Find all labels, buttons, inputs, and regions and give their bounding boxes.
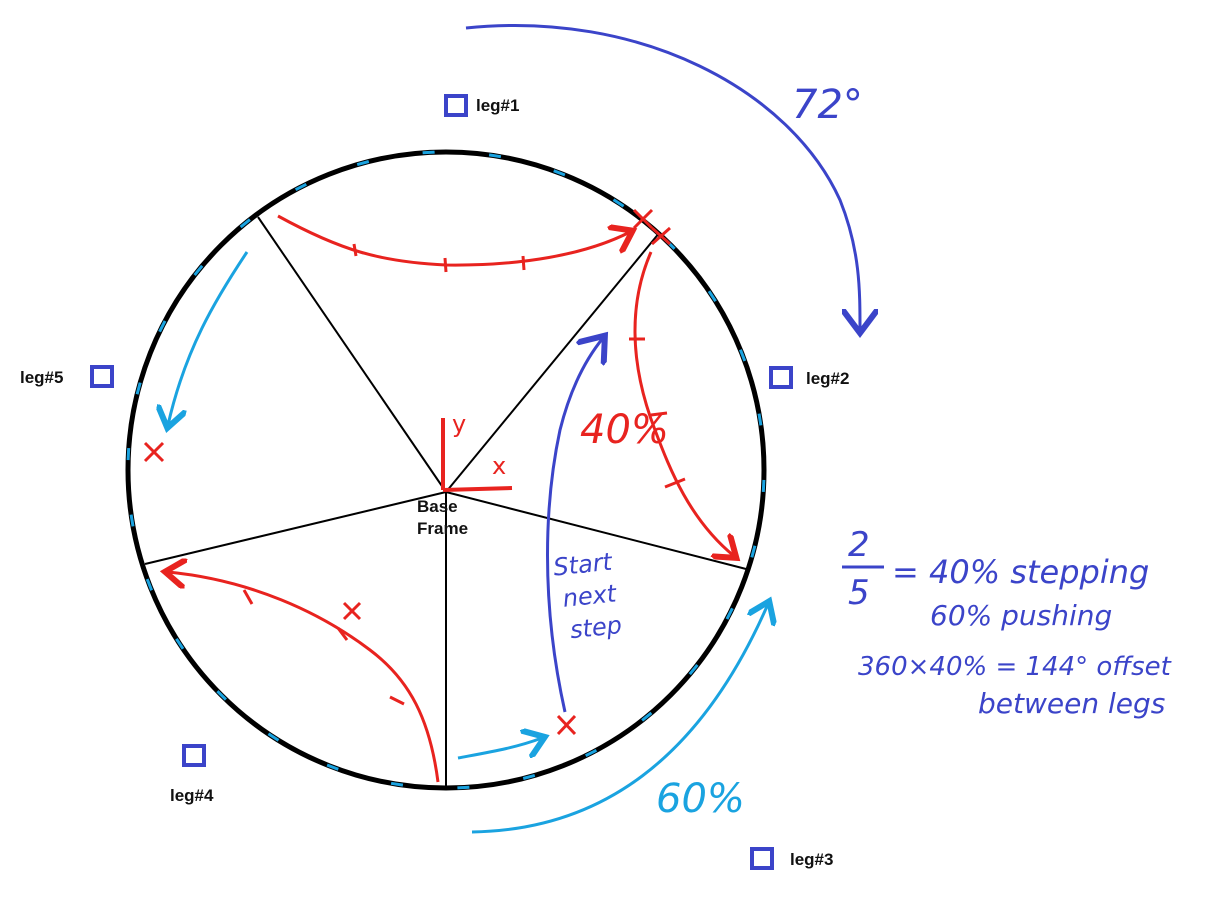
note-pushing: 60% pushing	[930, 599, 1112, 632]
circle-tick	[750, 545, 757, 558]
spoke-upper-right	[445, 231, 661, 493]
circle-tick	[739, 349, 747, 362]
note-stepping: = 40% stepping	[892, 553, 1149, 591]
circle-tick	[707, 290, 717, 303]
circle-tick	[390, 781, 404, 787]
circle-tick	[422, 150, 435, 155]
leg4-marker	[182, 744, 206, 767]
circle-tick	[129, 514, 135, 527]
gait-notes: 2 5 = 40% stepping 60% pushing 360×40% =…	[842, 525, 1172, 720]
spoke-right	[445, 491, 751, 571]
leg5-label: leg#5	[20, 368, 63, 387]
circle-tick	[239, 218, 251, 229]
arrow-start-next-step	[546, 338, 604, 713]
spoke-upper-left	[257, 216, 447, 493]
circle-tick	[488, 153, 502, 159]
stepping-percent: 40%	[580, 407, 669, 453]
circle-tick	[761, 479, 766, 492]
circle-tick	[725, 607, 734, 620]
leg3-marker	[750, 847, 774, 870]
push-arcs	[168, 251, 768, 834]
start-next-step-line3: step	[569, 611, 624, 644]
x-axis-label: x	[492, 452, 506, 480]
leg3-label: leg#3	[790, 850, 833, 869]
circle-tick	[216, 690, 227, 701]
circle-tick	[585, 748, 598, 758]
leg4-label: leg#4	[170, 786, 214, 805]
x-mark-top-right	[632, 208, 654, 230]
note-between: between legs	[978, 687, 1165, 720]
base-frame-label-line2: Frame	[417, 519, 468, 538]
fraction-denominator: 5	[848, 573, 870, 613]
circle-tick	[612, 198, 625, 208]
circle-tick	[522, 773, 536, 780]
push-arc-left	[168, 251, 249, 425]
x-mark-left	[143, 441, 165, 463]
circle-tick	[326, 763, 339, 771]
circle-tick	[553, 169, 566, 177]
start-next-step-line2: next	[561, 579, 619, 613]
start-next-step-note: Start next step	[552, 547, 624, 644]
circle-tick	[158, 320, 167, 333]
note-offset: 360×40% = 144° offset	[858, 652, 1172, 682]
step-arcs	[168, 214, 734, 783]
circle-tick	[193, 264, 204, 277]
step-arc-top	[277, 214, 630, 267]
circle-tick	[356, 160, 370, 167]
circle-tick	[641, 711, 653, 722]
leg2-marker	[769, 366, 793, 389]
circle-tick	[757, 413, 763, 426]
leg2-label: leg#2	[806, 369, 849, 388]
base-frame-label-line1: Base	[417, 497, 458, 516]
x-mark-top-right-2	[651, 226, 671, 246]
step-arc-bottom-left	[168, 572, 440, 783]
push-arc-outer	[471, 604, 768, 834]
x-mark-bottom	[556, 714, 577, 736]
circle-tick	[457, 785, 470, 790]
pushing-percent: 60%	[656, 776, 745, 822]
circle-tick	[145, 578, 153, 591]
circle-ticks	[126, 150, 766, 790]
base-frame-axes: y x Base Frame	[417, 410, 513, 538]
x-axis-line	[442, 486, 513, 492]
circle-tick	[126, 448, 131, 461]
fraction-numerator: 2	[848, 525, 870, 565]
spoke-left	[144, 491, 447, 565]
circle-tick	[175, 637, 185, 650]
angle-note: 72°	[792, 82, 863, 128]
arrow-72-deg	[465, 23, 860, 330]
start-next-step-line1: Start	[552, 547, 615, 581]
x-mark-bottom-left	[342, 601, 362, 621]
circle-tick	[688, 663, 699, 676]
circle-tick	[267, 732, 280, 742]
spokes	[144, 216, 751, 788]
circle-tick	[294, 182, 307, 192]
step-arc-right	[633, 251, 734, 556]
note-arrows	[465, 23, 860, 713]
leg1-marker	[444, 94, 468, 117]
leg5-marker	[90, 365, 114, 388]
leg-markers	[90, 94, 793, 870]
y-axis-label: y	[452, 410, 466, 438]
circle-tick	[135, 382, 142, 395]
push-arc-bottom	[457, 738, 542, 760]
x-marks	[143, 208, 671, 736]
leg1-label: leg#1	[476, 96, 519, 115]
